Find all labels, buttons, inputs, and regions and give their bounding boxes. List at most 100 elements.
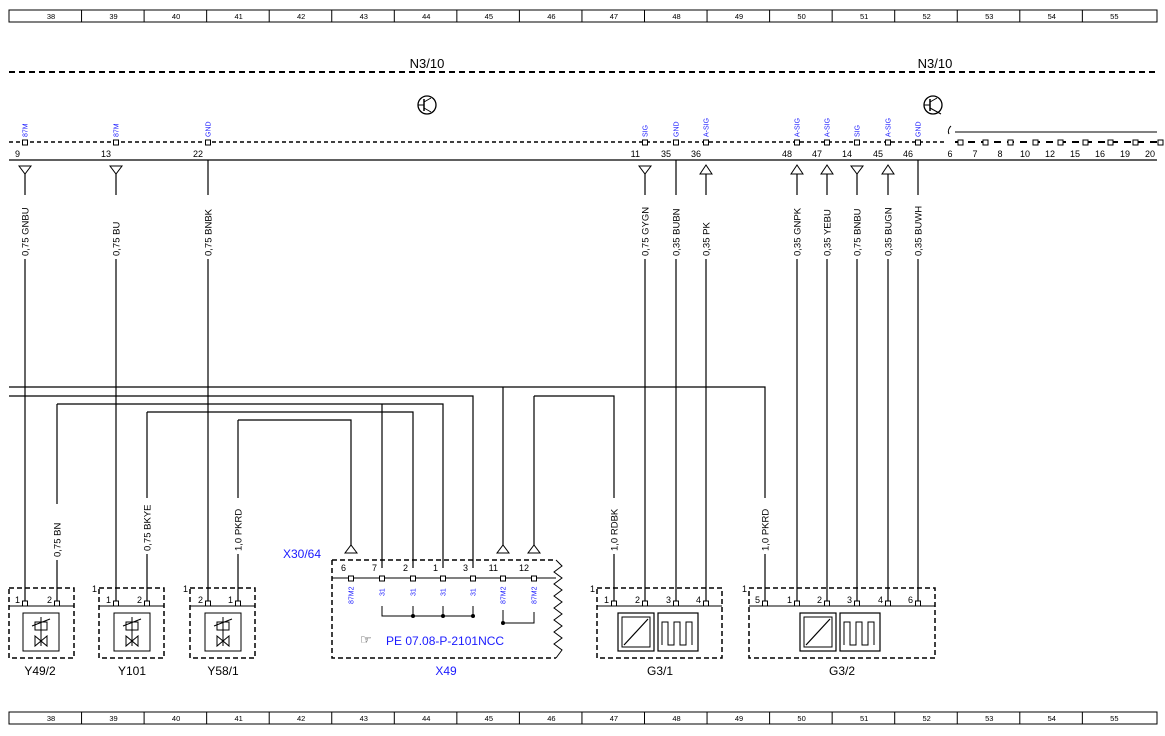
component-border (189, 587, 256, 659)
pin-number: 4 (878, 595, 883, 605)
ruler-column-label: 38 (47, 714, 55, 723)
connector-break-edge (553, 559, 563, 659)
wire-label-bg (51, 504, 63, 560)
pin-socket (673, 600, 679, 607)
component-border (8, 587, 75, 659)
wire-label-bg (670, 195, 682, 259)
solenoid-valve-icon (204, 612, 242, 652)
component-marker: 1 (590, 584, 595, 594)
pin-socket (915, 139, 921, 146)
wire-label: 0,35 GNPK (793, 207, 804, 256)
pin-socket (1082, 139, 1089, 146)
ruler-column-label: 46 (547, 12, 555, 21)
wire-label: 0,35 BUWH (914, 206, 925, 256)
pin-signal-label: 31 (380, 588, 387, 596)
ruler-column-label: 45 (485, 12, 493, 21)
pin-socket (824, 139, 830, 146)
pin-number: 1 (604, 595, 609, 605)
pin-number: 45 (873, 149, 883, 159)
component-border (596, 587, 723, 659)
pin-number: 1 (15, 595, 20, 605)
ruler-column-label: 39 (109, 12, 117, 21)
pin-number: 3 (847, 595, 852, 605)
wire-label-bg (912, 195, 924, 259)
connector-label: X30/64 (283, 547, 321, 561)
control-unit-n3-10: N3/10 N3/10 (9, 56, 1157, 161)
connector-border (331, 560, 556, 659)
wire-label: 0,35 PK (702, 222, 713, 256)
pin-signal-label: 31 (471, 588, 478, 596)
pin-socket (885, 139, 891, 146)
wire (238, 419, 352, 545)
ruler-column-label: 46 (547, 714, 555, 723)
signal-out-arrow-icon (18, 165, 32, 175)
pin-number: 2 (635, 595, 640, 605)
pin-socket (235, 600, 241, 607)
control-unit-pins: 87M987M13GND22SIG11GND35A-SIG36A-SIG48A-… (15, 118, 923, 175)
wire-label: 0,75 BU (112, 222, 123, 256)
pointing-hand-icon: ☞ (360, 632, 372, 647)
pin-number: 19 (1120, 149, 1130, 159)
wire-label: 1,0 PKRD (761, 509, 772, 551)
solenoid-valve-icon (113, 612, 151, 652)
pin-socket (673, 139, 679, 146)
ruler-column-label: 42 (297, 714, 305, 723)
wire-label-bg (759, 498, 771, 554)
ruler-column-label: 43 (360, 12, 368, 21)
pin-signal-label: A-SIG (795, 118, 802, 137)
wire (9, 386, 766, 603)
ruler-column-label: 44 (422, 12, 430, 21)
pin-number: 5 (755, 595, 760, 605)
ruler-column-label: 40 (172, 714, 180, 723)
signal-in-arrow-icon (820, 164, 834, 175)
pin-socket (854, 139, 860, 146)
pin-number: 1 (787, 595, 792, 605)
component-border (98, 587, 165, 659)
pin-socket (54, 600, 60, 607)
pin-socket (642, 600, 648, 607)
component-name: G3/1 (647, 664, 673, 678)
pin-number: 35 (661, 149, 671, 159)
pin-number: 2 (817, 595, 822, 605)
ruler-column-label: 49 (735, 714, 743, 723)
pin-signal-label: A-SIG (825, 118, 832, 137)
wire (9, 395, 474, 568)
control-unit-label: N3/10 (918, 56, 953, 71)
ruler-column-label: 50 (797, 12, 805, 21)
pin-signal-label: SIG (643, 125, 650, 137)
pin-signal-label: A-SIG (704, 118, 711, 137)
ruler-column-label: 53 (985, 714, 993, 723)
ruler-column-label: 41 (234, 12, 242, 21)
pin-signal-label: SIG (855, 125, 862, 137)
component-name: Y58/1 (207, 664, 239, 678)
connector-name: X49 (435, 664, 457, 678)
pin-socket (410, 575, 416, 582)
ruler-column-label: 42 (297, 12, 305, 21)
ruler-column-label: 51 (860, 714, 868, 723)
oxygen-sensor-icon (799, 612, 881, 652)
wire (57, 403, 444, 568)
pin-signal-label: GND (916, 121, 923, 137)
pin-socket (703, 600, 709, 607)
internal-bridge (381, 606, 535, 624)
component-marker: 1 (742, 584, 747, 594)
ruler-column-label: 48 (672, 714, 680, 723)
pin-number: 13 (101, 149, 111, 159)
ruler-column-label: 39 (109, 714, 117, 723)
ruler-column-label: 49 (735, 12, 743, 21)
wire-label-bg (791, 195, 803, 259)
wire-label-bg (202, 195, 214, 259)
pin-socket (885, 600, 891, 607)
wire (534, 395, 615, 603)
junction-dot (471, 614, 475, 618)
pin-signal-label: 31 (411, 588, 418, 596)
pin-number: 16 (1095, 149, 1105, 159)
